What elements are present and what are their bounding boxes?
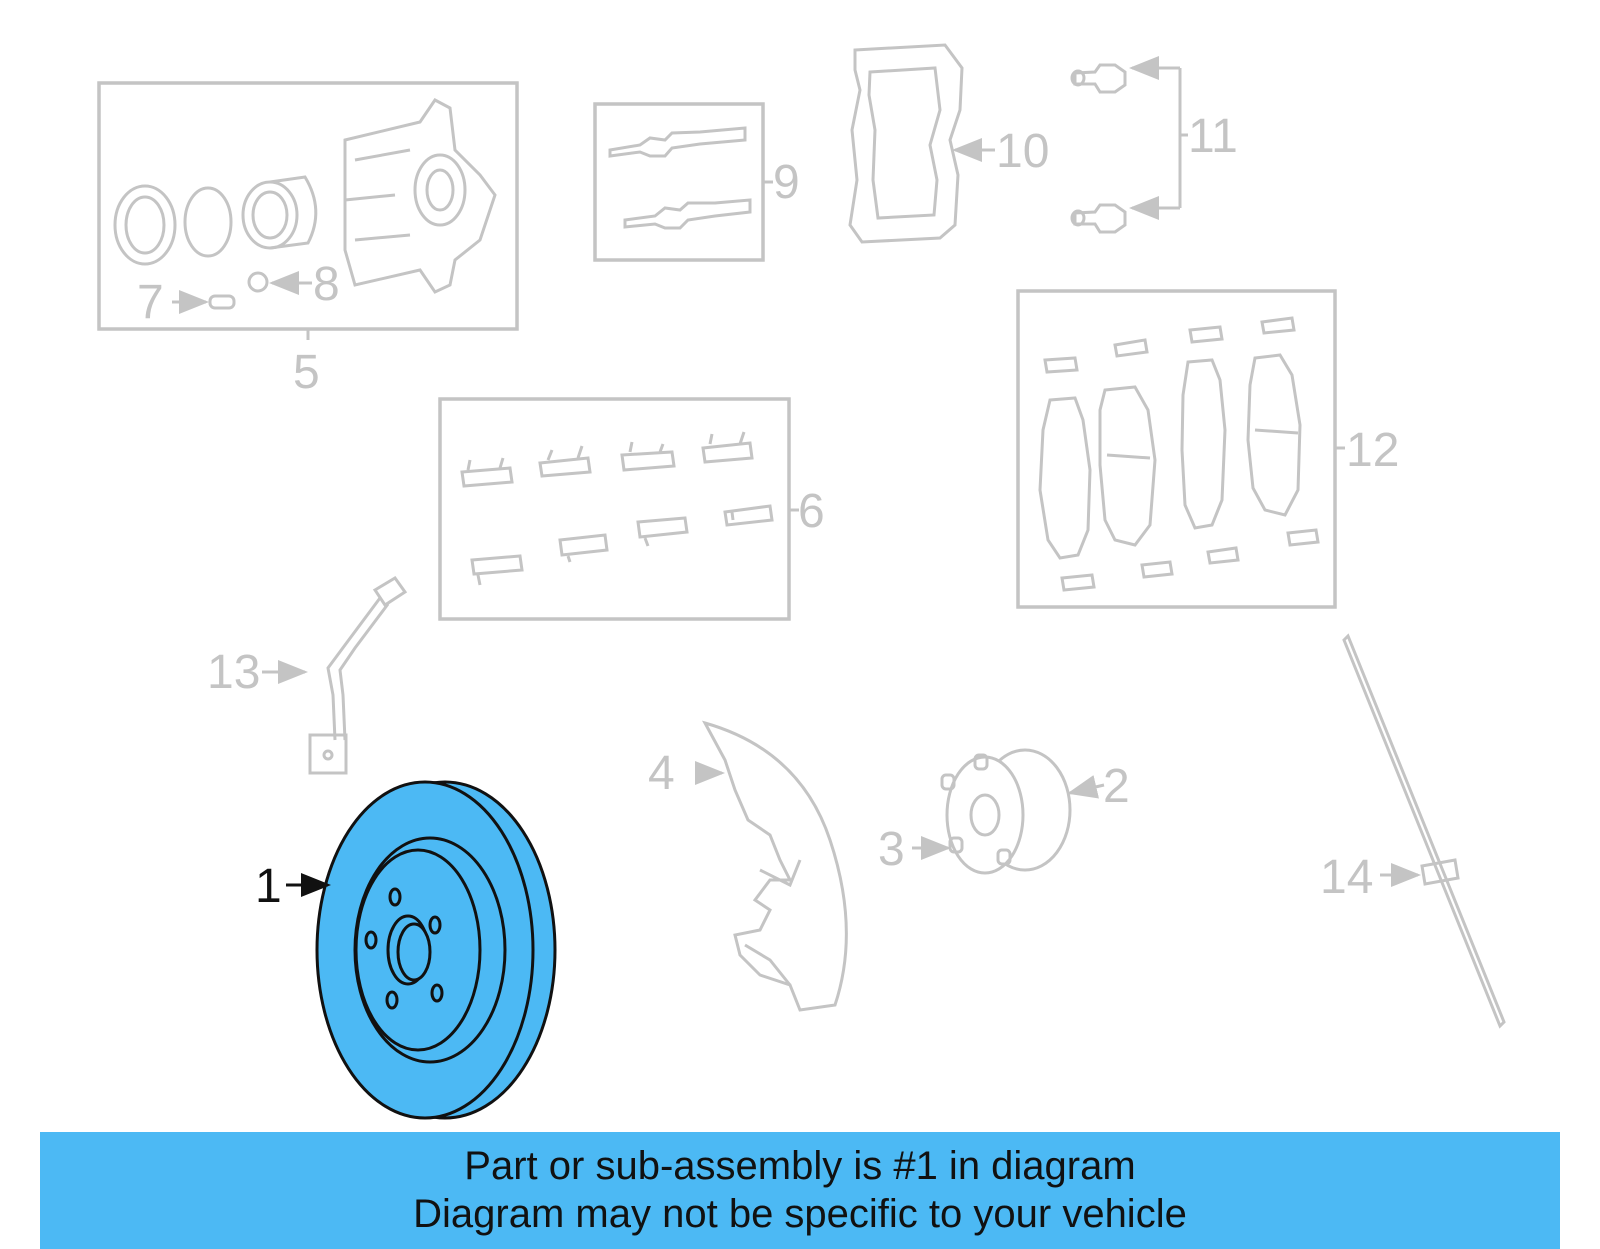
callout-12: 12 xyxy=(1346,424,1399,477)
splash-shield-icon xyxy=(701,720,848,1012)
caliper-bracket-icon xyxy=(848,43,964,244)
info-banner: Part or sub-assembly is #1 in diagram Di… xyxy=(40,1132,1560,1249)
hub-bearing-icon xyxy=(940,748,1072,875)
wear-sensor-group: 13 xyxy=(207,576,408,775)
guide-pin-icon xyxy=(608,126,752,230)
o-ring-icon xyxy=(183,186,233,258)
seal-ring-icon xyxy=(113,184,177,266)
brake-pads-group: 12 xyxy=(1016,289,1399,609)
callout-6: 6 xyxy=(798,485,825,538)
wear-sensor-icon xyxy=(308,576,408,775)
brake-rotor-icon xyxy=(315,780,557,1120)
callout-3: 3 xyxy=(878,823,905,876)
sensor-wire-icon xyxy=(1342,633,1506,1029)
bleeder-cap-icon xyxy=(247,271,269,293)
bracket-bolts-group: 11 xyxy=(1070,56,1238,234)
callout-4: 4 xyxy=(648,747,675,800)
callout-9: 9 xyxy=(773,156,800,209)
pad-clip-icon xyxy=(1043,316,1320,592)
callout-13: 13 xyxy=(207,646,260,699)
callout-2: 2 xyxy=(1103,760,1130,813)
callout-14: 14 xyxy=(1320,851,1373,904)
callout-11: 11 xyxy=(1188,110,1238,163)
caliper-bracket-group: 10 xyxy=(848,43,1049,244)
caliper-housing-icon xyxy=(343,98,497,294)
splash-shield-group: 4 xyxy=(648,720,848,1012)
hub-bearing-group: 2 3 xyxy=(878,748,1130,876)
caliper-assembly-group: 7 8 5 xyxy=(97,81,519,399)
callout-10: 10 xyxy=(996,125,1049,178)
callout-5: 5 xyxy=(293,346,320,399)
bolt-icon xyxy=(1070,203,1127,234)
guide-pin-group: 9 xyxy=(593,102,800,262)
sensor-wire-group: 14 xyxy=(1320,633,1506,1029)
clip-icon xyxy=(460,431,774,586)
callout-1: 1 xyxy=(255,860,282,913)
brake-rotor-group: 1 xyxy=(255,780,557,1120)
caliper-assembly-box xyxy=(97,81,519,331)
piston-icon xyxy=(241,175,318,250)
callout-7: 7 xyxy=(137,276,164,329)
bleeder-screw-icon xyxy=(208,294,236,310)
bolt-icon xyxy=(1070,63,1127,94)
hardware-kit-group: 6 xyxy=(438,397,825,621)
callout-8: 8 xyxy=(313,258,340,311)
brake-pad-icon xyxy=(1038,353,1302,560)
banner-line-2: Diagram may not be specific to your vehi… xyxy=(413,1192,1187,1236)
brake-pads-box xyxy=(1016,289,1337,609)
banner-line-1: Part or sub-assembly is #1 in diagram xyxy=(464,1144,1136,1188)
